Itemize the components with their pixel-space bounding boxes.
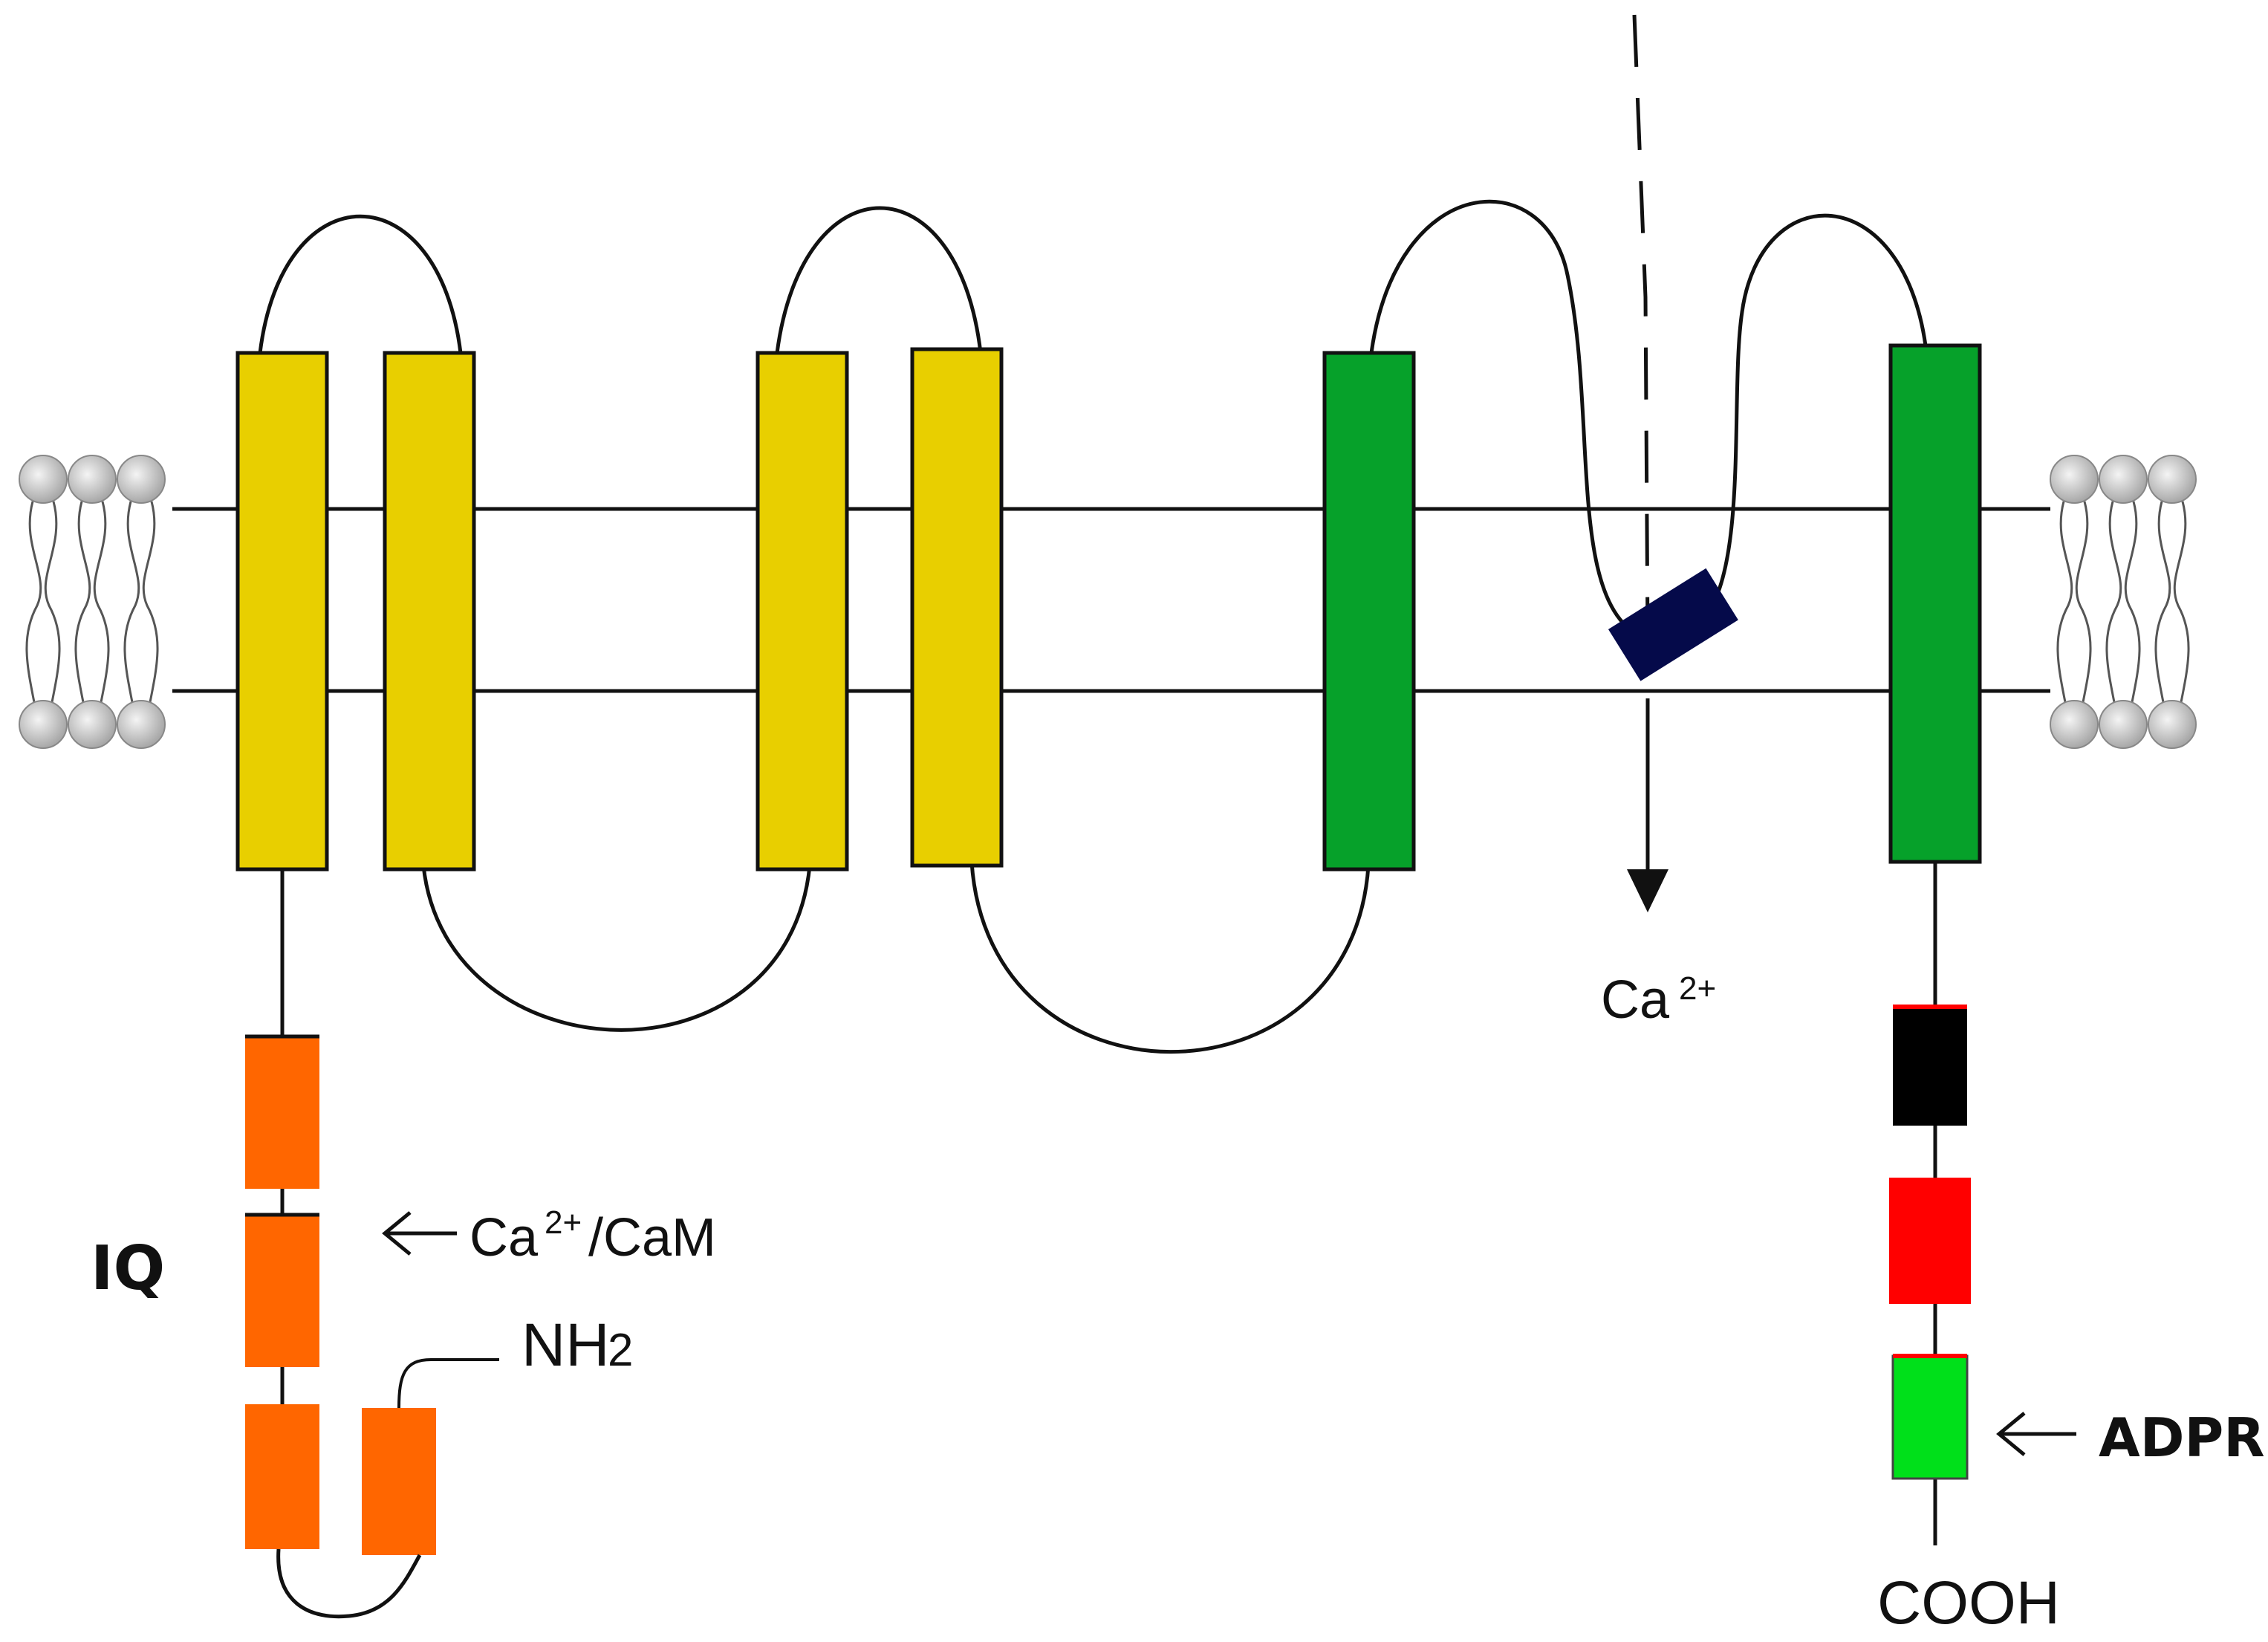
nh2-label: NH bbox=[521, 1311, 609, 1379]
ca-ion-label: Ca bbox=[1601, 970, 1670, 1030]
c-terminal-domain-red bbox=[1889, 1178, 1971, 1304]
tm-segment-s4 bbox=[910, 347, 1004, 868]
c-terminal-domain-black bbox=[1893, 1007, 1967, 1126]
n-terminal-domain-4 bbox=[362, 1408, 436, 1555]
intracellular-loop-2 bbox=[969, 861, 1371, 1054]
tm-segment-s6 bbox=[1888, 343, 1982, 864]
down-arrow-icon bbox=[1627, 698, 1668, 912]
extracellular-loop-4-pore bbox=[1710, 213, 1928, 607]
nh2-subscript: 2 bbox=[608, 1325, 633, 1376]
intracellular-loop-1 bbox=[421, 865, 812, 1032]
nh2-leader-line bbox=[397, 1358, 499, 1409]
extracellular-loop-1 bbox=[258, 215, 463, 354]
n-terminal-bottom-loop bbox=[276, 1548, 422, 1619]
n-terminal-domain-3 bbox=[245, 1404, 319, 1549]
cooh-label: COOH bbox=[1877, 1569, 2060, 1637]
n-terminal-domain-1 bbox=[245, 1036, 319, 1189]
tm-segment-s3 bbox=[756, 351, 849, 872]
cacam-superscript: 2+ bbox=[545, 1204, 582, 1241]
ca-ion-superscript: 2+ bbox=[1679, 970, 1716, 1007]
tm-segment-s1 bbox=[235, 351, 329, 872]
left-arrow-icon bbox=[1996, 1412, 2076, 1456]
nudt9h-domain bbox=[1891, 1354, 1969, 1480]
tm-segment-s5 bbox=[1322, 351, 1416, 872]
extracellular-loop-3-pore bbox=[1369, 199, 1640, 637]
left-lipid-bilayer-icon bbox=[18, 454, 166, 750]
pore-selectivity-filter bbox=[1608, 568, 1738, 681]
left-arrow-icon bbox=[382, 1211, 457, 1256]
adpr-label: ADPR bbox=[2099, 1406, 2265, 1469]
tm-segment-s2 bbox=[383, 351, 476, 872]
right-lipid-bilayer-icon bbox=[2049, 454, 2197, 750]
cacam-suffix: /CaM bbox=[588, 1208, 716, 1268]
pore-axis-dashed-line bbox=[1632, 14, 1650, 640]
iq-label: IQ bbox=[91, 1233, 165, 1304]
cacam-label: Ca bbox=[469, 1208, 539, 1268]
iq-domain bbox=[245, 1215, 319, 1367]
extracellular-loop-2 bbox=[775, 206, 983, 354]
